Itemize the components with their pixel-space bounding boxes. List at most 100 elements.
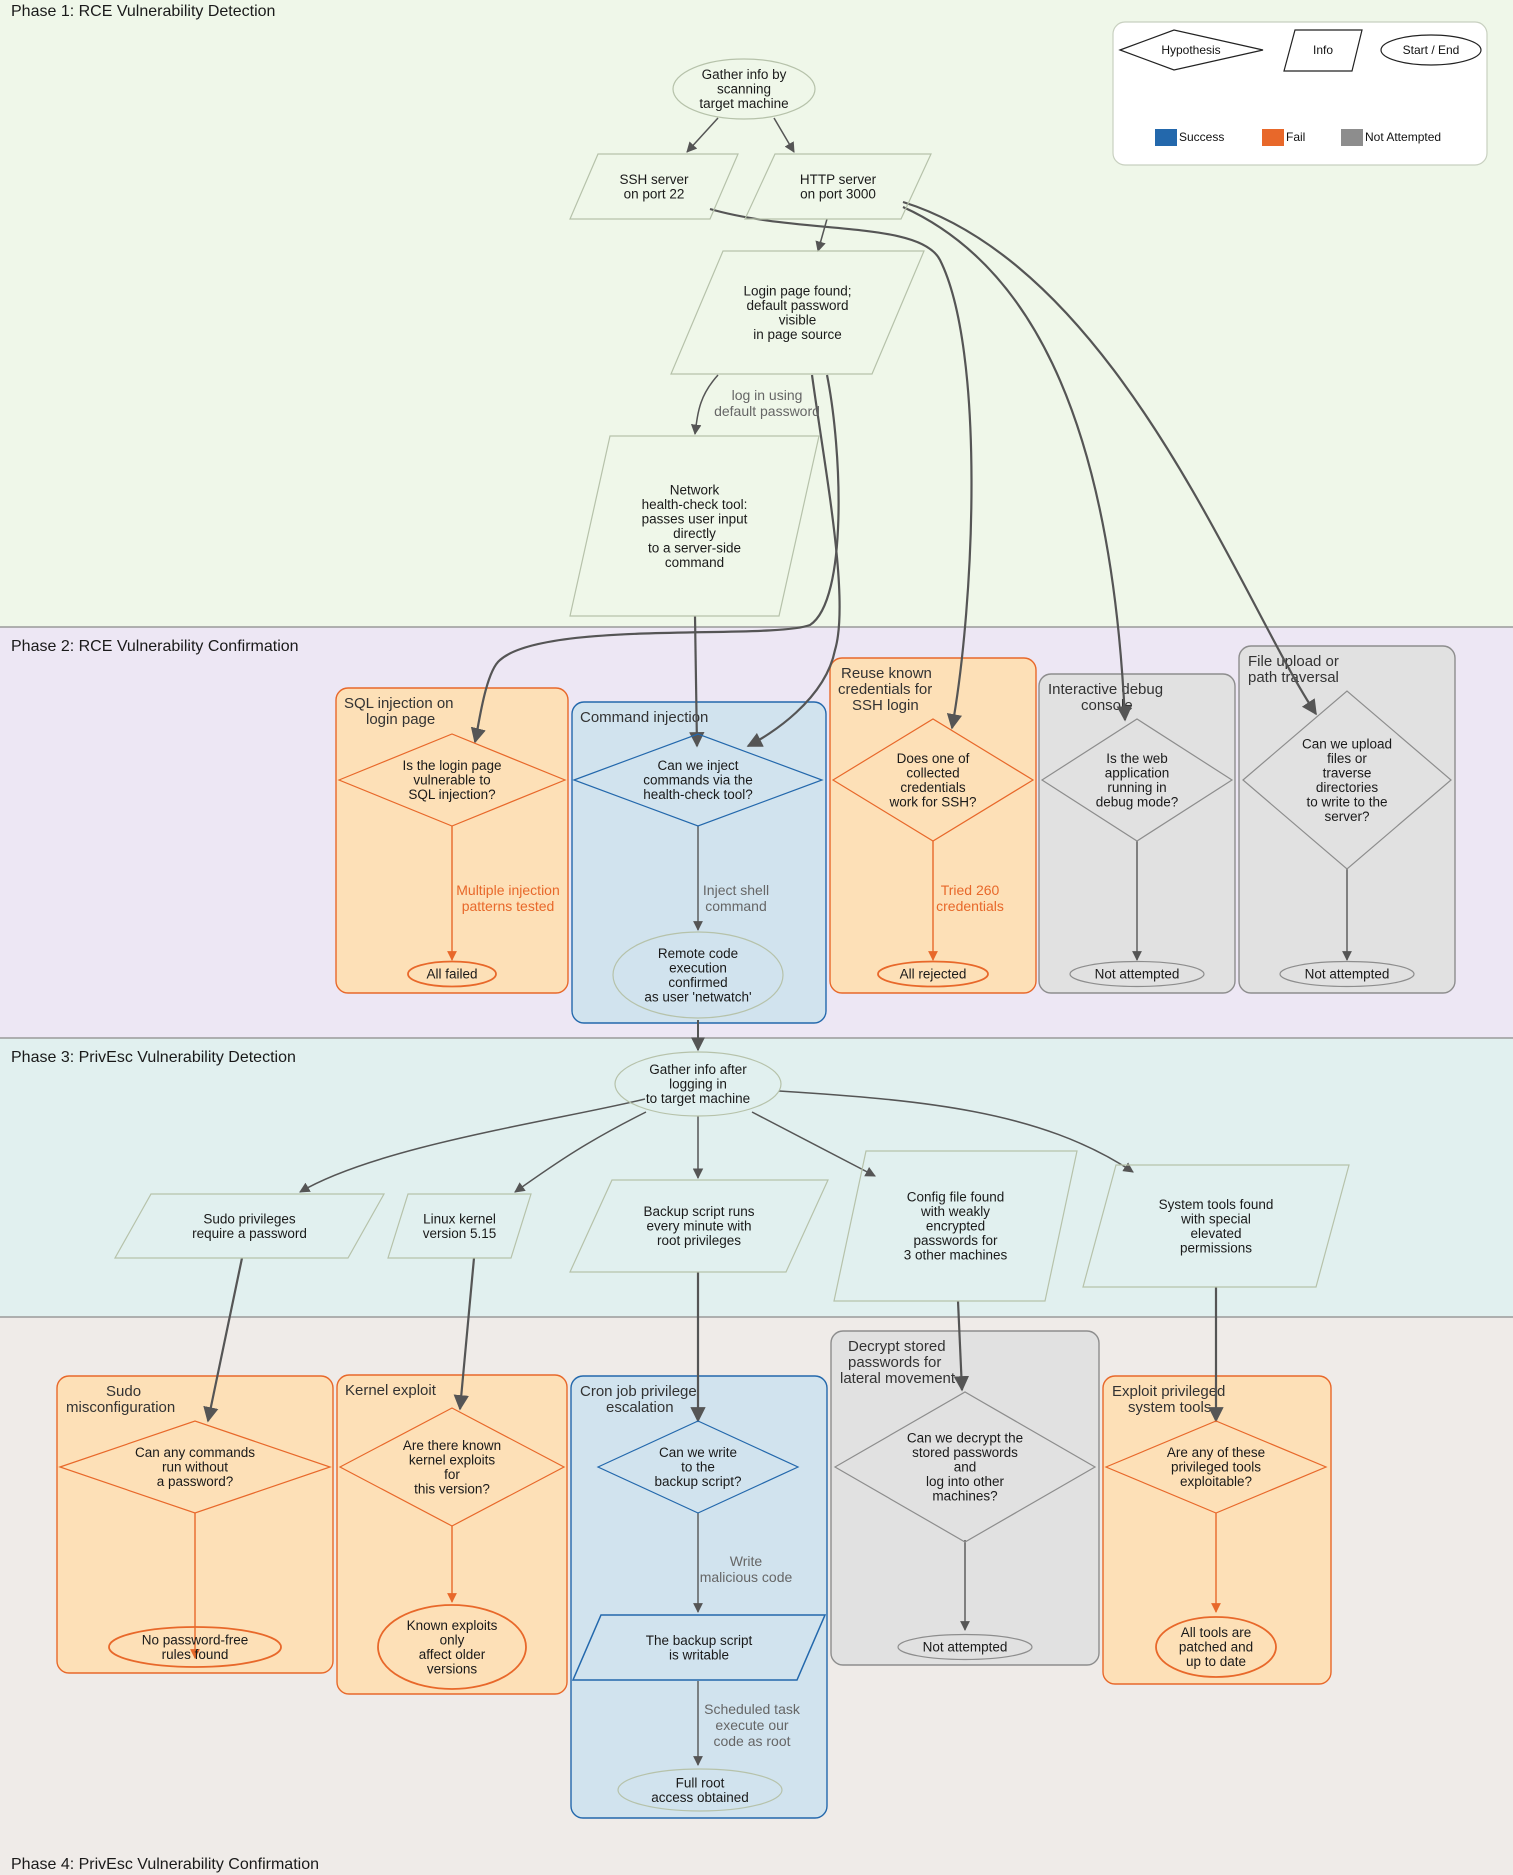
node-q_kernel-text: this version? bbox=[414, 1481, 490, 1496]
edge-label-cron_write: malicious code bbox=[700, 1569, 793, 1585]
edge-gather3-sudo bbox=[299, 1098, 646, 1193]
edge-login-cmdi bbox=[746, 374, 841, 747]
cluster-sshreuse-title: credentials for bbox=[838, 681, 932, 698]
edge-label-cmdi: command bbox=[705, 898, 766, 914]
legend-fail-label: Fail bbox=[1286, 130, 1305, 144]
phase-2-title: Phase 2: RCE Vulnerability Confirmation bbox=[11, 638, 299, 655]
edge-label-ssh: Tried 260 bbox=[941, 882, 1000, 898]
node-gather1-shape bbox=[672, 58, 816, 120]
node-r_upload-text: Not attempted bbox=[1305, 967, 1390, 982]
cluster-sqli-title: SQL injection on bbox=[344, 695, 454, 712]
legend-success-label: Success bbox=[1179, 130, 1224, 144]
node-r_sqli: All failed bbox=[407, 960, 497, 988]
node-r_decrypt-text: Not attempted bbox=[923, 1640, 1008, 1655]
cluster-cmdi-title: Command injection bbox=[580, 709, 708, 726]
node-kernelinfo-shape bbox=[387, 1193, 532, 1259]
node-q_cron-text: backup script? bbox=[654, 1474, 741, 1489]
edge-label-ssh: credentials bbox=[936, 898, 1004, 914]
node-q_decrypt-text: Can we decrypt the bbox=[907, 1431, 1023, 1446]
edge-config-q bbox=[953, 1300, 970, 1392]
node-q_upload-text: Can we upload bbox=[1302, 736, 1392, 751]
cluster-sshreuse-title: SSH login bbox=[852, 697, 919, 714]
node-r_upload-shape bbox=[1279, 960, 1415, 988]
node-health-shape bbox=[569, 435, 820, 617]
edge-login-sqli bbox=[470, 374, 840, 744]
node-r_kernel-text: versions bbox=[427, 1661, 478, 1676]
node-r_cron-text: Full root bbox=[676, 1775, 725, 1790]
node-r_ssh-shape bbox=[877, 960, 989, 988]
node-gather3-shape bbox=[614, 1051, 782, 1117]
node-r_sudo-text: rules found bbox=[162, 1647, 229, 1662]
node-health-text: Network bbox=[670, 482, 720, 497]
node-q_sqli-text: Is the login page bbox=[402, 758, 501, 773]
node-q_sqli-text: vulnerable to bbox=[413, 773, 490, 788]
node-q_debug-text: Is the web bbox=[1106, 751, 1168, 766]
node-r_tools-text: patched and bbox=[1179, 1640, 1253, 1655]
node-ssh-text: SSH server bbox=[619, 172, 689, 187]
node-gather3-text: logging in bbox=[669, 1077, 727, 1092]
edge-label-cron_sched: code as root bbox=[713, 1733, 790, 1749]
cluster-debug-title: Interactive debug bbox=[1048, 681, 1163, 698]
node-r_tools-text: up to date bbox=[1186, 1654, 1246, 1669]
node-q_upload-shape bbox=[1242, 690, 1452, 870]
node-r_decrypt: Not attempted bbox=[897, 1633, 1033, 1661]
node-r_kernel-text: Known exploits bbox=[407, 1618, 498, 1633]
node-r_cmdi-shape bbox=[612, 931, 784, 1019]
phase-3-title: Phase 3: PrivEsc Vulnerability Detection bbox=[11, 1049, 296, 1066]
node-backupinfo-shape bbox=[569, 1179, 829, 1273]
node-q_sqli-shape bbox=[337, 733, 567, 827]
edge-gather3-tools bbox=[778, 1090, 1134, 1173]
node-r_cmdi-text: Remote code bbox=[658, 946, 738, 961]
node-q_kernel-text: Are there known bbox=[403, 1438, 501, 1453]
legend-startend-ellipse bbox=[1380, 34, 1482, 66]
node-q_cron-text: to the bbox=[681, 1460, 715, 1475]
node-q_decrypt-text: log into other bbox=[926, 1474, 1005, 1489]
node-configinfo-text: passwords for bbox=[913, 1233, 998, 1248]
edge-label-sqli: patterns tested bbox=[462, 898, 555, 914]
phase-1-title: Phase 1: RCE Vulnerability Detection bbox=[11, 3, 275, 20]
phase-3-band bbox=[0, 1038, 1513, 1317]
node-configinfo-shape bbox=[833, 1150, 1078, 1302]
node-r_cron-shape bbox=[617, 1768, 783, 1812]
node-r_kernel-shape bbox=[377, 1604, 527, 1690]
node-q_ssh-shape bbox=[831, 718, 1035, 842]
node-r_cmdi-text: execution bbox=[669, 960, 727, 975]
node-q_decrypt-shape bbox=[833, 1391, 1097, 1543]
node-configinfo-text: 3 other machines bbox=[904, 1248, 1008, 1263]
edge-login-health bbox=[690, 374, 719, 436]
edge-http-debug bbox=[902, 205, 1133, 722]
node-q_tools-text: Are any of these bbox=[1167, 1445, 1265, 1460]
cluster-upload-title: File upload or bbox=[1248, 653, 1339, 670]
node-q_cmdi-text: commands via the bbox=[643, 773, 753, 788]
edge-label-cron_sched: execute our bbox=[715, 1717, 788, 1733]
edge-gather3-kernel bbox=[514, 1111, 647, 1193]
node-q_cmdi-text: health-check tool? bbox=[643, 787, 753, 802]
cluster-sshreuse-box bbox=[829, 657, 1037, 994]
cluster-systools-title: Exploit privileged bbox=[1112, 1383, 1225, 1400]
edge-ssh-sshreuse bbox=[709, 207, 973, 730]
cluster-decrypt-title: lateral movement bbox=[840, 1370, 956, 1387]
node-q_decrypt-text: and bbox=[954, 1460, 977, 1475]
node-q_debug-text: running in bbox=[1107, 780, 1166, 795]
node-r_ssh-text: All rejected bbox=[900, 967, 967, 982]
legend: Hypothesis Info Start / End Success Fail… bbox=[1112, 21, 1488, 166]
edge-http-login bbox=[815, 218, 828, 253]
node-r_decrypt-shape bbox=[897, 1633, 1033, 1661]
